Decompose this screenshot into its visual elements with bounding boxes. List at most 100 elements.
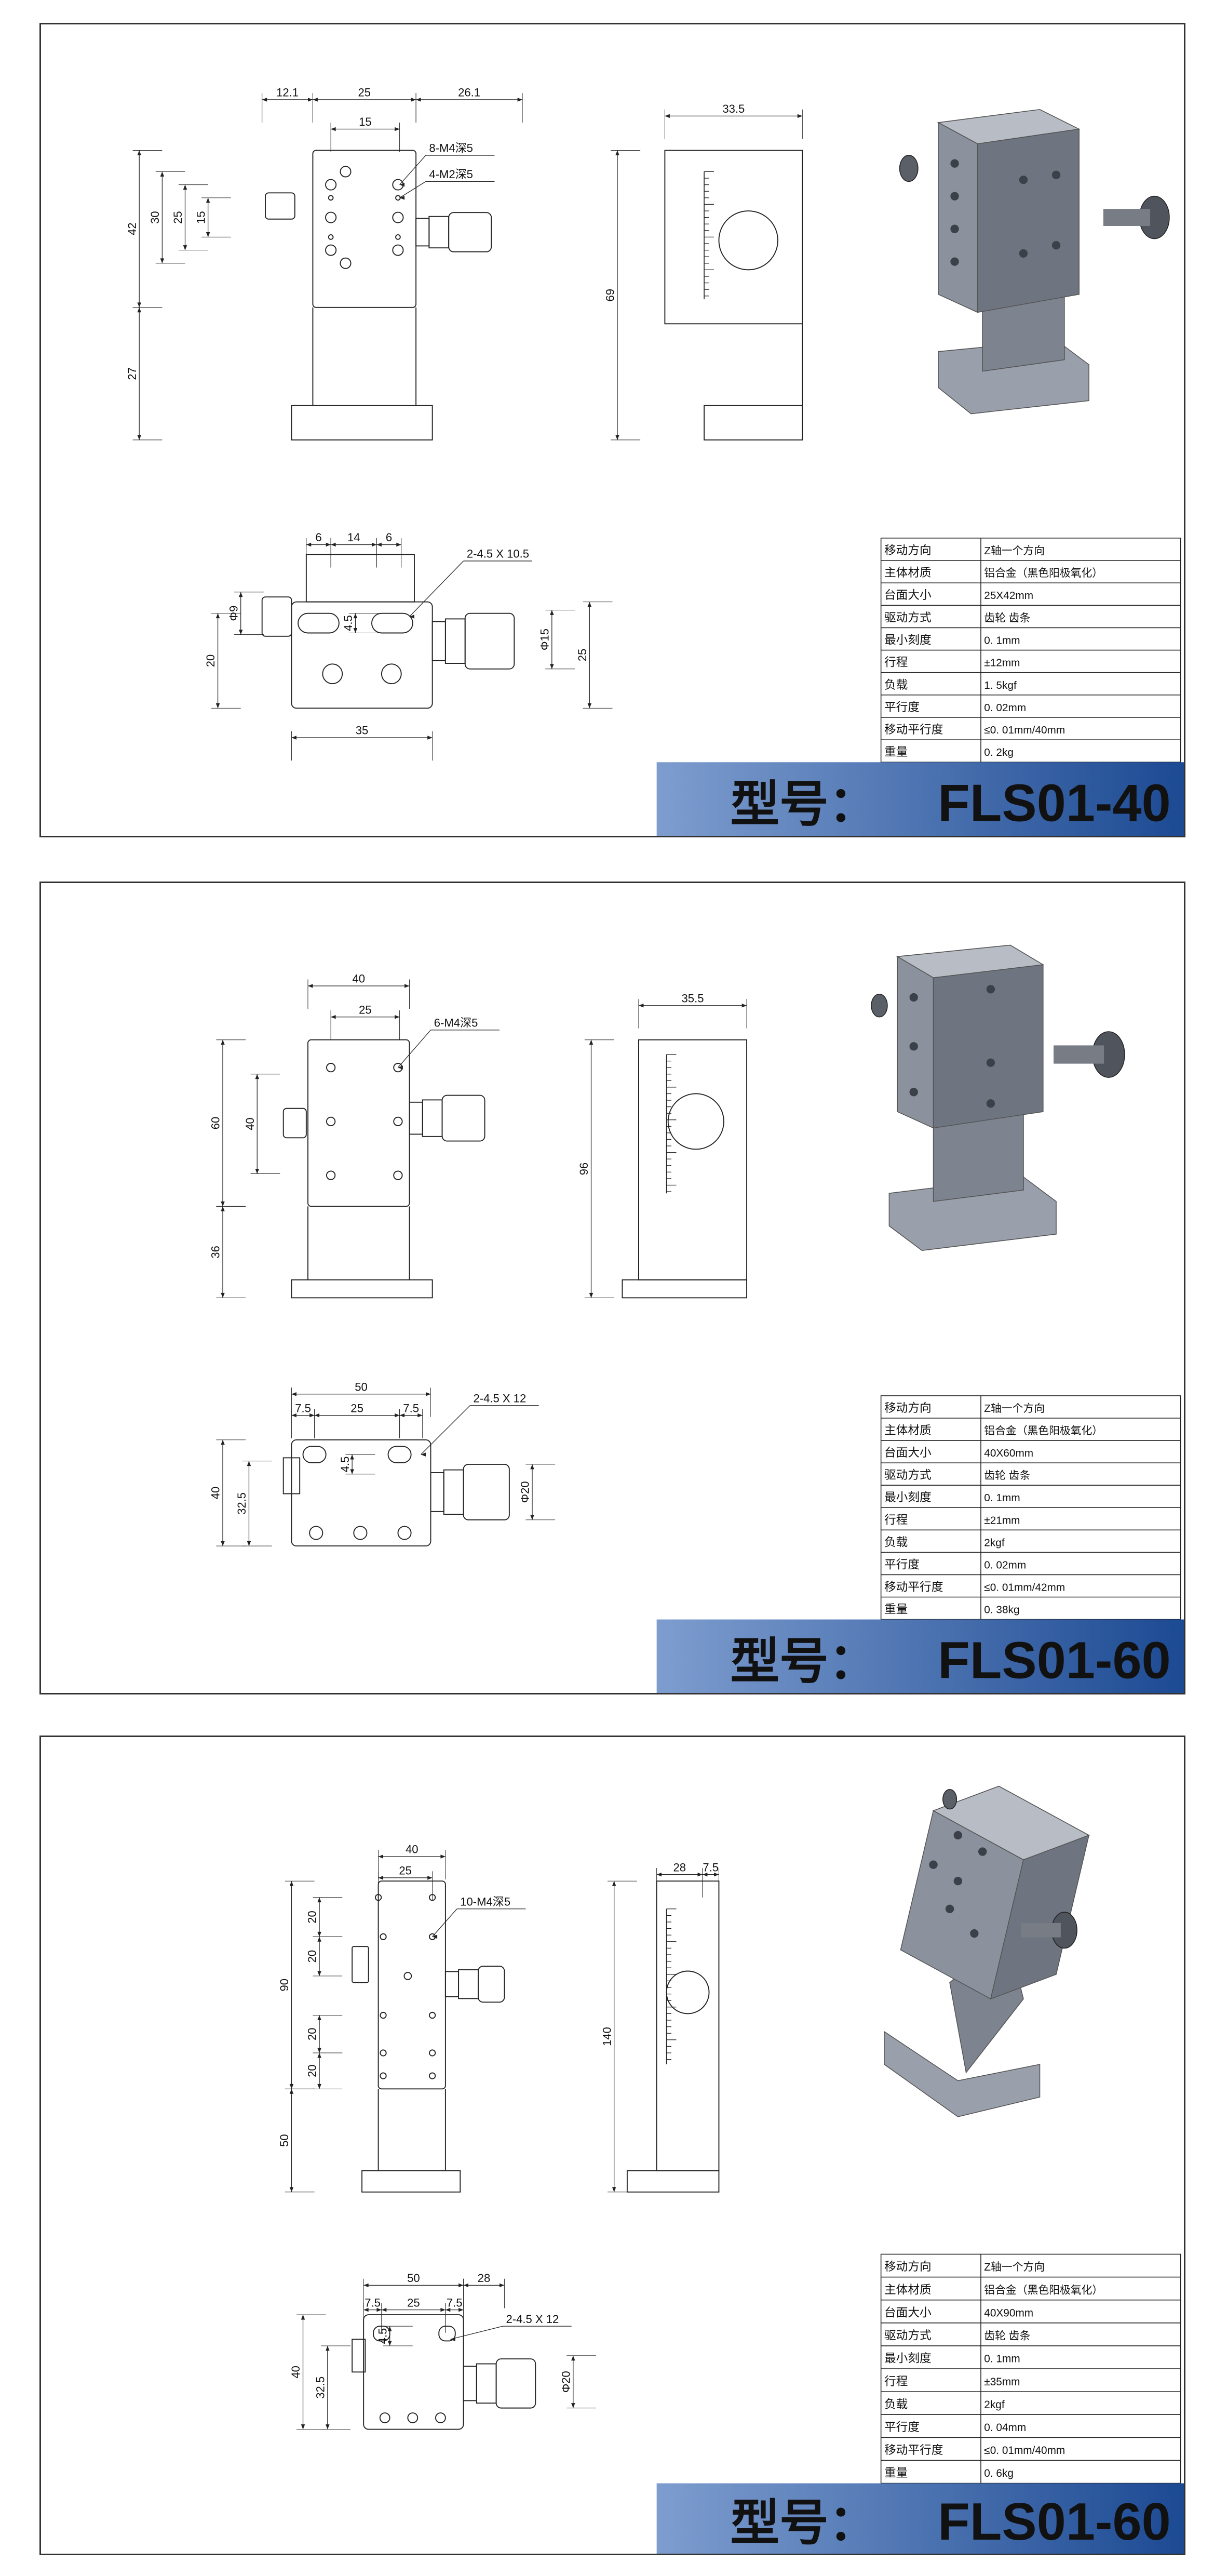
dimension-arrow	[550, 610, 554, 615]
lock-screw	[352, 2339, 366, 2373]
dimension-arrow	[326, 542, 331, 547]
dimension-arrow	[221, 1206, 225, 1211]
dimension-arrow	[371, 542, 377, 547]
dimension-label: 25	[171, 211, 184, 224]
spec-label: 台面大小	[884, 2305, 932, 2319]
spec-label: 移动方向	[884, 1401, 932, 1414]
spec-label: 主体材质	[884, 566, 932, 579]
dimension-arrow	[137, 302, 141, 308]
dimension-label: 8-M4深5	[429, 142, 473, 155]
cap-screw	[322, 663, 343, 685]
knob-neck	[422, 1099, 443, 1137]
side-view-carriage	[638, 1039, 748, 1280]
front-view-carriage	[377, 1880, 446, 2090]
spec-label: 负载	[884, 1535, 908, 1549]
photo-hole	[909, 1042, 918, 1051]
dimension-arrow	[612, 1881, 616, 1886]
micrometer-knob	[495, 2358, 536, 2409]
dimension-arrow	[530, 1515, 534, 1520]
dimension-arrow	[221, 1039, 225, 1045]
photo-hole	[986, 1099, 995, 1108]
m4-hole	[392, 244, 404, 256]
dimension-arrow	[183, 184, 187, 190]
dimension-arrow	[387, 2326, 392, 2331]
model-banner	[656, 1619, 1184, 1693]
knob-shaft	[409, 1101, 423, 1135]
dimension-arrow	[458, 2283, 464, 2288]
dimension-label: 7.5	[403, 1402, 419, 1414]
dimension-arrow	[517, 98, 523, 102]
spec-value: ≤0. 01mm/42mm	[984, 1581, 1065, 1593]
dimension-label: 2-4.5 X 12	[506, 2313, 559, 2326]
m2-hole	[328, 195, 334, 201]
model-number: FLS01-60	[938, 2493, 1171, 2551]
dimension-arrow	[421, 1452, 426, 1457]
dimension-label: 7.5	[447, 2296, 463, 2309]
spec-label: 移动方向	[884, 2260, 932, 2273]
dimension-arrow	[137, 150, 141, 155]
dimension-arrow	[530, 1464, 534, 1470]
dimension-arrow	[615, 435, 619, 440]
dimension-arrow	[317, 2053, 321, 2058]
dimension-arrow	[797, 114, 803, 118]
micrometer-knob	[464, 612, 515, 670]
front-view-base	[291, 1279, 433, 1299]
m2-hole	[395, 195, 401, 201]
photo-lock-knob	[871, 993, 888, 1018]
m4-hole	[340, 166, 352, 178]
mounting-slot	[371, 612, 413, 634]
side-view-carriage	[656, 1880, 720, 2171]
front-view-carriage	[312, 150, 417, 308]
spec-value: 铝合金（黑色阳极氧化）	[984, 1425, 1103, 1437]
dimension-arrow	[399, 1413, 405, 1418]
dimension-label: 36	[209, 1246, 222, 1258]
knob-shaft	[444, 1971, 460, 1997]
spec-value: 齿轮 齿条	[984, 612, 1030, 624]
spec-label: 移动方向	[884, 543, 932, 557]
m4-hole	[429, 2049, 436, 2057]
dimension-arrow	[313, 98, 318, 102]
dimension-label: 25	[359, 1003, 372, 1016]
spec-label: 驱动方式	[884, 2329, 932, 2342]
dimension-arrow	[307, 984, 313, 988]
photo-hole	[1019, 249, 1028, 258]
dimension-arrow	[395, 1015, 400, 1019]
dimension-arrow	[587, 602, 592, 607]
m4-hole	[393, 1170, 403, 1180]
dimension-label: 50	[355, 1381, 368, 1394]
dimension-arrow	[697, 1872, 703, 1877]
dimension-arrow	[417, 1413, 423, 1418]
spec-label: 驱动方式	[884, 610, 932, 624]
dimension-arrow	[381, 2307, 387, 2312]
dimension-arrow	[206, 232, 210, 237]
dimension-arrow	[317, 1971, 321, 1976]
dimension-arrow	[612, 2187, 616, 2192]
model-banner	[656, 2483, 1184, 2554]
model-prefix: 型号：	[731, 777, 878, 832]
dimension-label: 6	[315, 531, 321, 544]
m2-hole	[395, 234, 401, 240]
dimension-label: 7.5	[365, 2296, 381, 2309]
mounting-slot	[387, 1446, 412, 1463]
dimension-arrow	[221, 1292, 225, 1298]
model-banner	[656, 762, 1184, 836]
dimension-arrow	[289, 1881, 294, 1886]
knob-neck	[444, 618, 466, 664]
dimension-arrow	[160, 171, 165, 177]
dimension-label: 25	[358, 86, 371, 99]
spec-label: 行程	[884, 2374, 908, 2388]
dimension-label: 2-4.5 X 12	[473, 1392, 526, 1405]
knob-shaft	[415, 218, 430, 247]
dimension-arrow	[450, 2337, 455, 2342]
product-photo-side	[990, 1834, 1090, 2000]
dimension-arrow	[291, 736, 296, 740]
spec-value: 齿轮 齿条	[984, 1470, 1030, 1481]
dimension-label: 20	[306, 1950, 319, 1963]
dimension-label: 42	[126, 222, 139, 235]
spec-value: Z轴一个方向	[984, 1403, 1045, 1414]
dimension-arrow	[571, 2403, 575, 2408]
dimension-arrow	[638, 1003, 644, 1008]
dimension-arrow	[289, 2084, 294, 2089]
dimension-arrow	[589, 1039, 593, 1045]
spec-label: 台面大小	[884, 1446, 932, 1459]
